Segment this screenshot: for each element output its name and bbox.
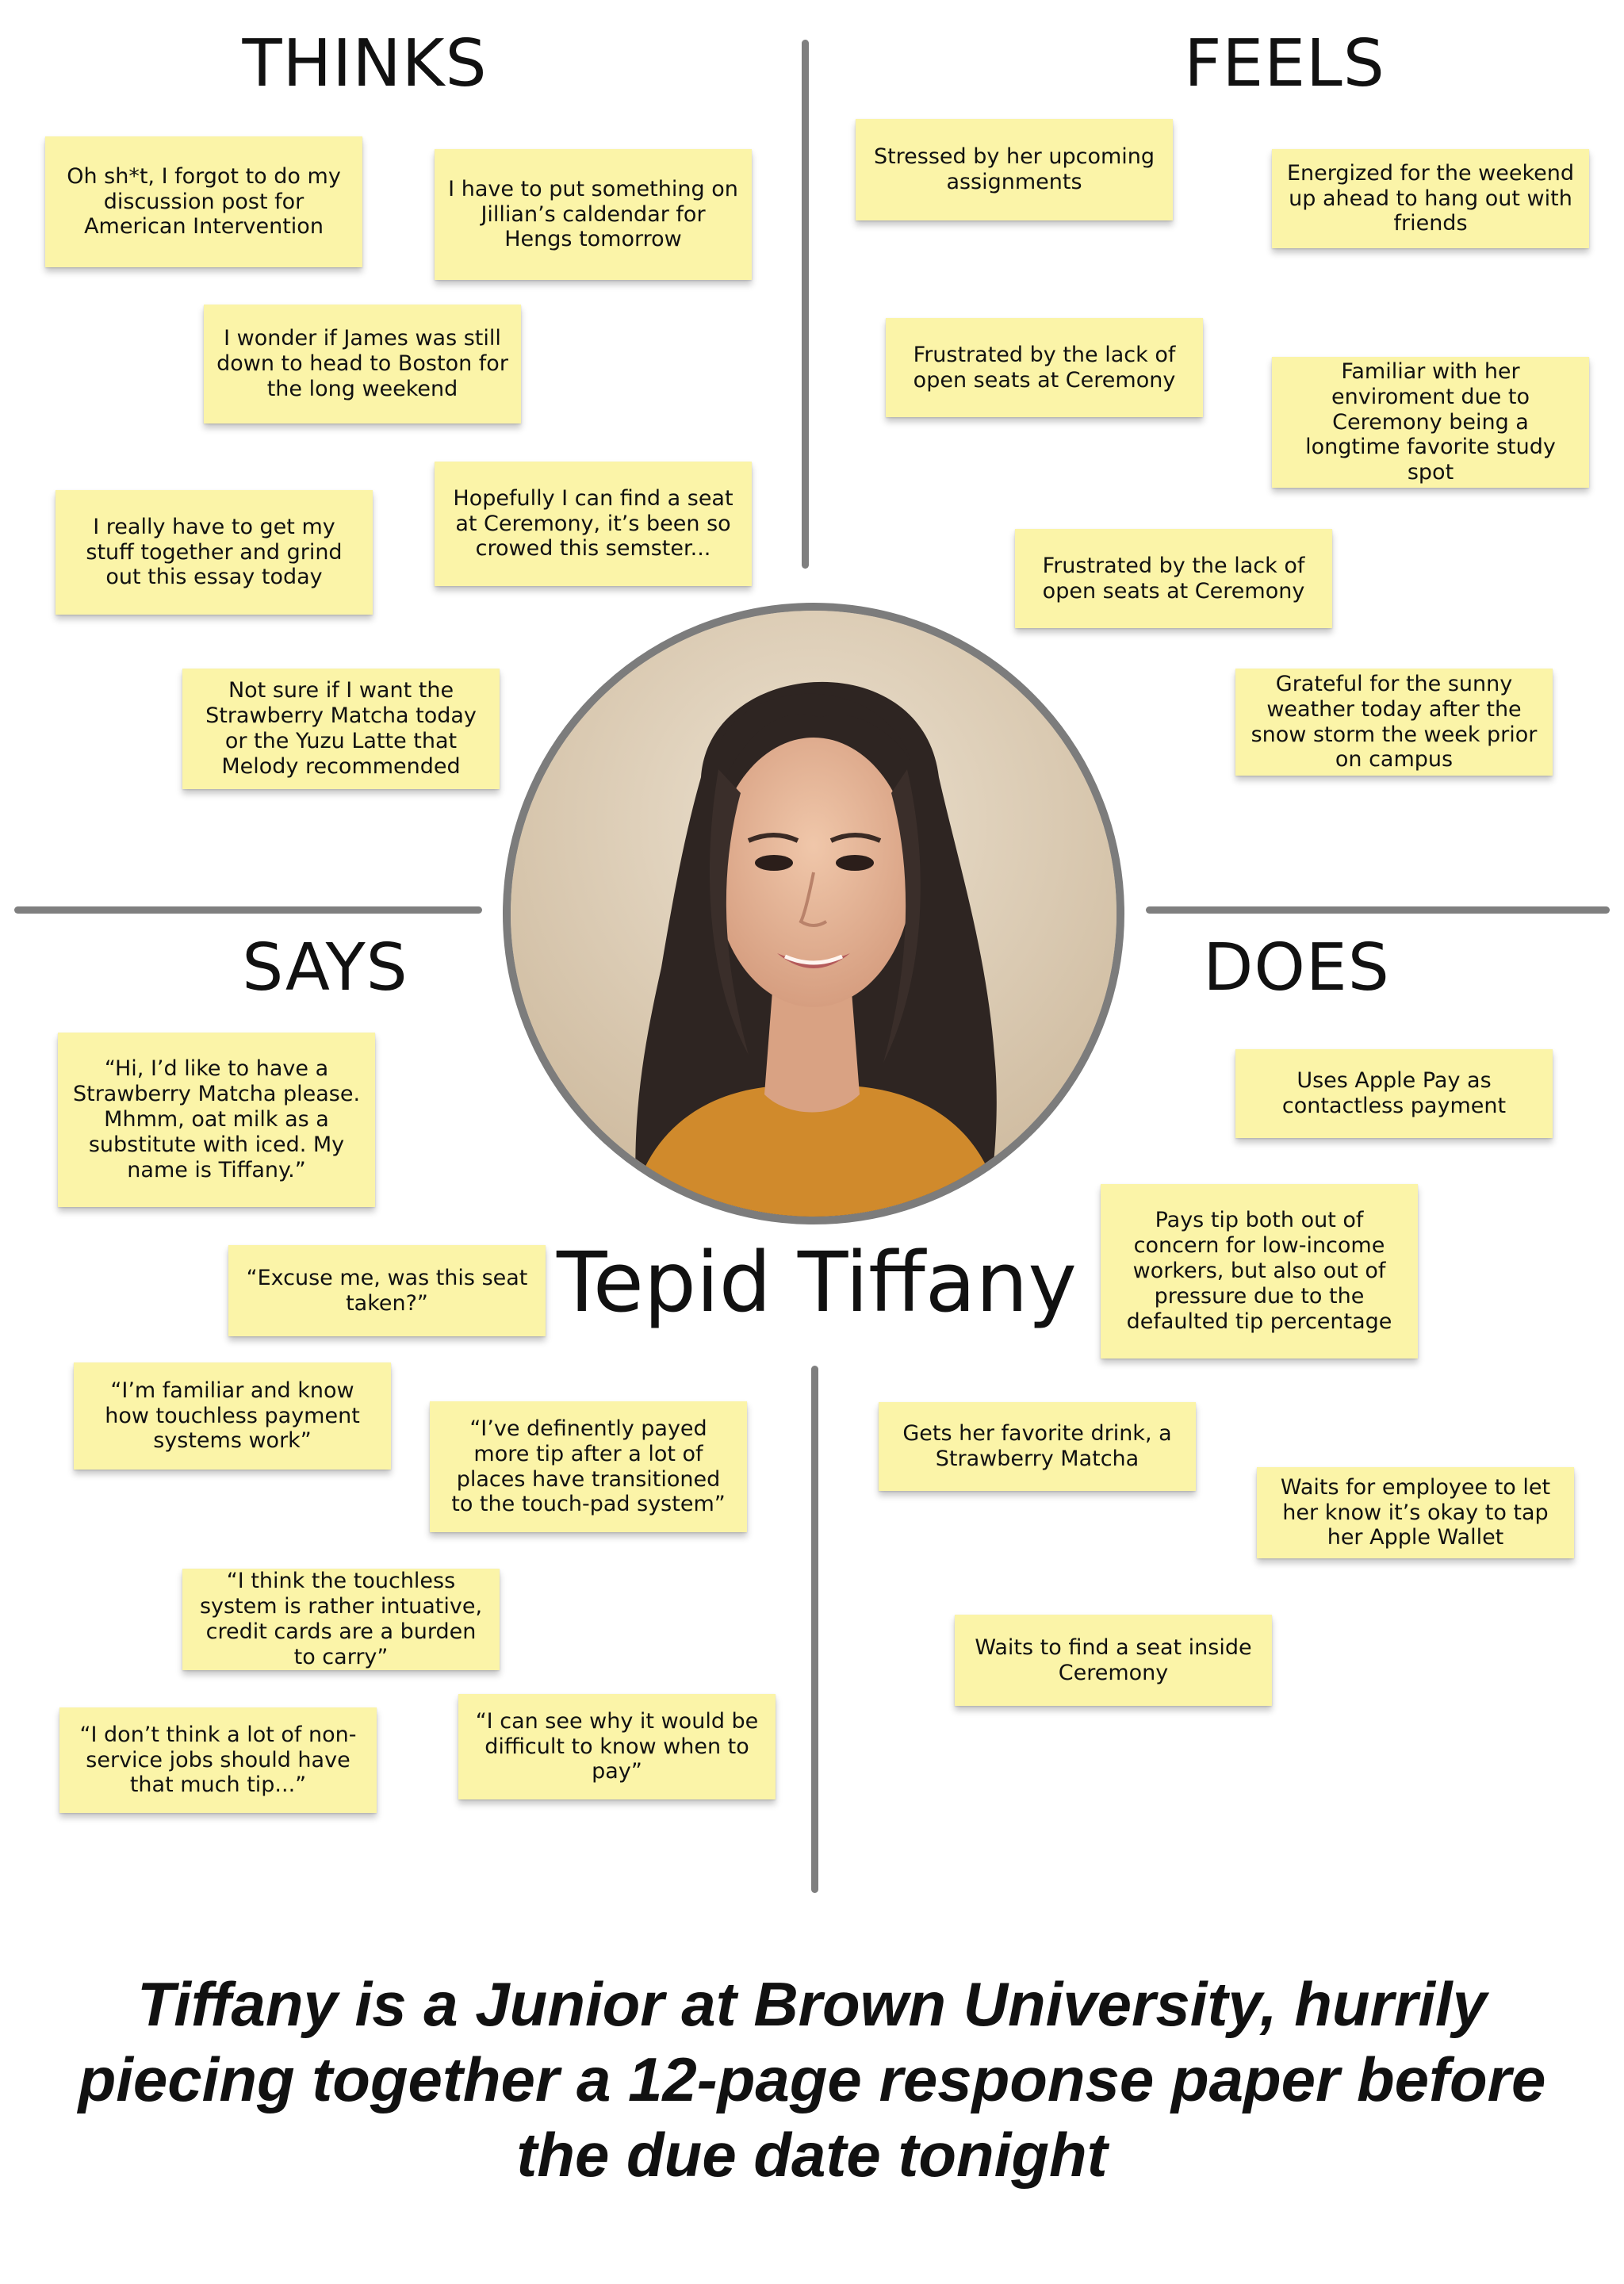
says-note: “I’ve definently payed more tip after a …	[430, 1401, 747, 1532]
thinks-note: Hopefully I can find a seat at Ceremony,…	[435, 462, 752, 586]
divider-bottom-vertical	[811, 1366, 818, 1893]
persona-portrait	[503, 603, 1124, 1224]
portrait-photo	[511, 611, 1116, 1217]
divider-right-horizontal	[1146, 906, 1610, 914]
feels-note: Grateful for the sunny weather today aft…	[1235, 669, 1553, 776]
thinks-title: THINKS	[242, 26, 488, 102]
thinks-note: I wonder if James was still down to head…	[204, 305, 521, 423]
feels-note: Frustrated by the lack of open seats at …	[886, 318, 1203, 417]
says-note: “I don’t think a lot of non-service jobs…	[59, 1707, 377, 1813]
says-note: “I think the touchless system is rather …	[182, 1569, 500, 1670]
says-note: “Hi, I’d like to have a Strawberry Match…	[58, 1033, 375, 1207]
does-title: DOES	[1203, 930, 1390, 1006]
says-note: “I’m familiar and know how touchless pay…	[74, 1362, 391, 1470]
divider-left-horizontal	[14, 906, 482, 914]
divider-top-vertical	[802, 40, 809, 569]
thinks-note: Not sure if I want the Strawberry Matcha…	[182, 669, 500, 789]
feels-note: Energized for the weekend up ahead to ha…	[1272, 149, 1589, 248]
does-note: Uses Apple Pay as contactless payment	[1235, 1049, 1553, 1138]
does-note: Waits to find a seat inside Ceremony	[955, 1615, 1272, 1706]
feels-note: Frustrated by the lack of open seats at …	[1015, 529, 1332, 628]
persona-name: Tepid Tiffany	[557, 1234, 1077, 1331]
does-note: Waits for employee to let her know it’s …	[1257, 1467, 1574, 1558]
says-title: SAYS	[242, 930, 408, 1006]
persona-summary: Tiffany is a Junior at Brown University,…	[78, 1969, 1546, 2190]
says-note: “I can see why it would be difficult to …	[458, 1694, 776, 1799]
thinks-note: I really have to get my stuff together a…	[56, 490, 373, 615]
feels-title: FEELS	[1184, 26, 1385, 102]
thinks-note: I have to put something on Jillian’s cal…	[435, 149, 752, 280]
feels-note: Familiar with her enviroment due to Cere…	[1272, 357, 1589, 488]
feels-note: Stressed by her upcoming assignments	[856, 119, 1173, 220]
does-note: Gets her favorite drink, a Strawberry Ma…	[879, 1402, 1196, 1491]
says-note: “Excuse me, was this seat taken?”	[228, 1245, 546, 1336]
thinks-note: Oh sh*t, I forgot to do my discussion po…	[45, 136, 362, 267]
does-note: Pays tip both out of concern for low-inc…	[1101, 1184, 1418, 1359]
